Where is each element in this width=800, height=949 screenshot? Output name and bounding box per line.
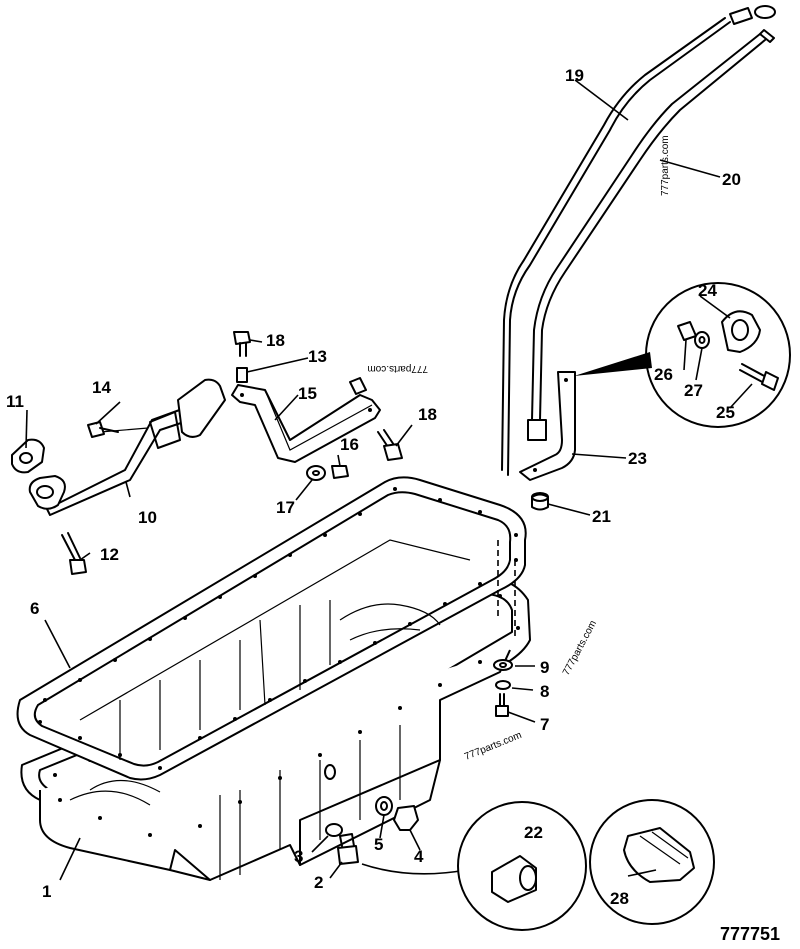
callout-26: 26 bbox=[654, 365, 673, 384]
adapter-detail-inset bbox=[361, 801, 587, 931]
bolt-12 bbox=[61, 532, 87, 575]
bolt-14 bbox=[87, 421, 119, 438]
bolt-18-right bbox=[377, 429, 403, 461]
dipstick-guide-tube bbox=[527, 29, 775, 441]
callout-28: 28 bbox=[610, 889, 629, 908]
callout-15: 15 bbox=[298, 384, 317, 403]
callout-2: 2 bbox=[314, 873, 323, 892]
callout-18-right: 18 bbox=[418, 405, 437, 424]
callout-25: 25 bbox=[716, 403, 735, 422]
callout-8: 8 bbox=[540, 682, 549, 701]
callout-10: 10 bbox=[138, 508, 157, 527]
callout-19: 19 bbox=[565, 66, 584, 85]
callout-3: 3 bbox=[294, 847, 303, 866]
callout-12: 12 bbox=[100, 545, 119, 564]
callout-1: 1 bbox=[42, 882, 51, 901]
callout-24: 24 bbox=[698, 281, 717, 300]
pipe-bracket bbox=[231, 384, 381, 463]
callout-4: 4 bbox=[414, 847, 424, 866]
grommet-21 bbox=[531, 492, 549, 511]
callout-21: 21 bbox=[592, 507, 611, 526]
callout-6: 6 bbox=[30, 599, 39, 618]
callout-16: 16 bbox=[340, 435, 359, 454]
bolt-7 bbox=[495, 693, 509, 717]
callout-5: 5 bbox=[374, 835, 383, 854]
washer-3 bbox=[325, 823, 343, 837]
callout-14: 14 bbox=[92, 378, 111, 397]
nut-16 bbox=[331, 465, 349, 479]
watermark-text: 777parts.com bbox=[561, 619, 599, 678]
gasket-bolt-holes bbox=[38, 487, 518, 770]
oil-pan bbox=[20, 577, 531, 881]
spacer-13 bbox=[236, 367, 367, 395]
callout-17: 17 bbox=[276, 498, 295, 517]
callout-11: 11 bbox=[6, 392, 24, 411]
suction-pipe bbox=[28, 378, 226, 516]
bolt-18-top bbox=[233, 331, 251, 357]
callout-20: 20 bbox=[722, 170, 741, 189]
figure-number: 777751 bbox=[720, 924, 780, 944]
callout-27: 27 bbox=[684, 381, 703, 400]
dipstick bbox=[501, 5, 776, 476]
callout-13: 13 bbox=[308, 347, 327, 366]
callout-18-top: 18 bbox=[266, 331, 285, 350]
callout-9: 9 bbox=[540, 658, 549, 677]
leader-lines bbox=[25, 79, 753, 881]
drain-plug-2 bbox=[337, 833, 359, 865]
washer-5 bbox=[375, 796, 393, 816]
watermark-text: 777parts.com bbox=[367, 363, 428, 374]
callout-22: 22 bbox=[524, 823, 543, 842]
clamp-detail-inset bbox=[574, 282, 791, 428]
callout-7: 7 bbox=[540, 715, 549, 734]
watermark-text: 777parts.com bbox=[463, 730, 523, 763]
plug-4 bbox=[393, 805, 419, 831]
washer-17 bbox=[306, 465, 326, 481]
pipe-flange-gasket bbox=[11, 438, 45, 474]
watermark-text: 777parts.com bbox=[660, 135, 671, 196]
washer-8 bbox=[495, 680, 511, 690]
sensor-detail-inset bbox=[589, 799, 715, 925]
callout-23: 23 bbox=[628, 449, 647, 468]
washer-9 bbox=[493, 659, 513, 671]
callout-labels: 1 2 3 4 5 6 7 8 9 10 11 12 13 14 15 16 1… bbox=[6, 66, 741, 908]
pan-gasket bbox=[16, 476, 527, 781]
